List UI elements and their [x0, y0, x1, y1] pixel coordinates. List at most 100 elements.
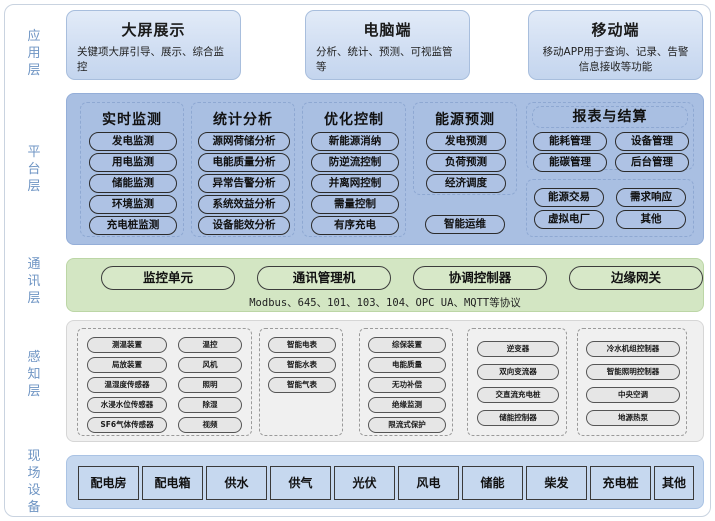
sensing-item[interactable]: 除湿 [178, 397, 242, 413]
platform-item[interactable]: 充电桩监测 [89, 216, 177, 235]
field-item-distribution-room[interactable]: 配电房 [78, 466, 139, 500]
comm-item-communication-manager[interactable]: 通讯管理机 [257, 266, 391, 290]
sensing-item[interactable]: 温控 [178, 337, 242, 353]
platform-item[interactable]: 源网荷储分析 [198, 132, 290, 151]
sensing-item[interactable]: 地源热泵 [586, 410, 680, 426]
app-card-title: 移动端 [591, 21, 640, 39]
app-card-title: 电脑端 [363, 21, 412, 39]
rail-label-char: 台 [27, 162, 41, 177]
sensing-item[interactable]: 风机 [178, 357, 242, 373]
sensing-item[interactable]: 双向变流器 [477, 364, 559, 380]
field-item-charging-pile[interactable]: 充电桩 [590, 466, 651, 500]
sensing-item[interactable]: SF6气体传感器 [87, 417, 167, 433]
rail-label-char: 应 [27, 29, 41, 44]
sensing-group-meters: 智能电表 智能水表 智能气表 [259, 328, 343, 436]
application-layer-panel: 大屏展示 关键项大屏引导、展示、综合监控 电脑端 分析、统计、预测、可视监管等 … [62, 8, 707, 88]
sensing-item[interactable]: 交直流充电桩 [477, 387, 559, 403]
comm-item-edge-gateway[interactable]: 边缘网关 [569, 266, 703, 290]
platform-group-statistical-analysis: 统计分析 源网荷储分析 电能质量分析 异常告警分析 系统效益分析 设备能效分析 [191, 102, 295, 237]
platform-item[interactable]: 并离网控制 [311, 174, 399, 193]
platform-item[interactable]: 用电监测 [89, 153, 177, 172]
sensing-item[interactable]: 视频 [178, 417, 242, 433]
rail-label-char: 感 [27, 350, 41, 365]
layer-rail: 应用层 平台层 通讯层 感知层 现场设备 [10, 6, 58, 515]
rail-label-char: 备 [27, 500, 41, 515]
field-item-diesel-generator[interactable]: 柴发 [526, 466, 587, 500]
rail-label-char: 层 [27, 384, 41, 399]
field-item-distribution-box[interactable]: 配电箱 [142, 466, 203, 500]
comm-item-monitoring-unit[interactable]: 监控单元 [101, 266, 235, 290]
app-card-desktop[interactable]: 电脑端 分析、统计、预测、可视监管等 [305, 10, 470, 80]
app-card-desc: 移动APP用于查询、记录、告警信息接收等功能 [542, 46, 689, 73]
sensing-item[interactable]: 智能水表 [268, 357, 336, 373]
platform-item[interactable]: 需求响应 [616, 188, 686, 207]
sensing-group-substation: 测温装置 局放装置 温湿度传感器 水浸水位传感器 SF6气体传感器 温控 风机 … [77, 328, 252, 436]
sensing-layer-panel: 测温装置 局放装置 温湿度传感器 水浸水位传感器 SF6气体传感器 温控 风机 … [66, 320, 704, 442]
rail-label-char: 平 [27, 145, 41, 160]
platform-item[interactable]: 需量控制 [311, 195, 399, 214]
platform-item[interactable]: 储能监测 [89, 174, 177, 193]
sensing-item[interactable]: 局放装置 [87, 357, 167, 373]
platform-item[interactable]: 能耗管理 [533, 132, 607, 151]
field-devices-panel: 配电房 配电箱 供水 供气 光伏 风电 储能 柴发 充电桩 其他 [66, 455, 704, 509]
field-item-energy-storage[interactable]: 储能 [462, 466, 523, 500]
rail-label-char: 场 [27, 466, 41, 481]
platform-item[interactable]: 能碳管理 [533, 153, 607, 172]
sensing-item[interactable]: 中央空调 [586, 387, 680, 403]
communication-layer-panel: 监控单元 通讯管理机 协调控制器 边缘网关 Modbus、645、101、103… [66, 258, 704, 312]
sensing-item[interactable]: 智能电表 [268, 337, 336, 353]
group-title: 能源预测 [435, 112, 495, 128]
platform-item[interactable]: 系统效益分析 [198, 195, 290, 214]
platform-item[interactable]: 电能质量分析 [198, 153, 290, 172]
sensing-item[interactable]: 无功补偿 [368, 377, 446, 393]
rail-label-char: 现 [27, 449, 41, 464]
app-card-big-screen[interactable]: 大屏展示 关键项大屏引导、展示、综合监控 [66, 10, 241, 80]
rail-label-char: 层 [27, 63, 41, 78]
platform-group-trading: 能源交易 需求响应 虚拟电厂 其他 [526, 179, 694, 237]
rail-label-field-devices: 现场设备 [10, 448, 58, 516]
rail-label-platform: 平台层 [10, 144, 58, 195]
app-card-desc: 关键项大屏引导、展示、综合监控 [77, 46, 224, 73]
platform-item[interactable]: 新能源消纳 [311, 132, 399, 151]
sensing-item[interactable]: 冷水机组控制器 [586, 341, 680, 357]
field-item-gas-supply[interactable]: 供气 [270, 466, 331, 500]
platform-item[interactable]: 有序充电 [311, 216, 399, 235]
platform-item[interactable]: 设备管理 [615, 132, 689, 151]
sensing-item[interactable]: 智能照明控制器 [586, 364, 680, 380]
sensing-item[interactable]: 测温装置 [87, 337, 167, 353]
sensing-item[interactable]: 储能控制器 [477, 410, 559, 426]
platform-item[interactable]: 环境监测 [89, 195, 177, 214]
platform-item[interactable]: 经济调度 [426, 174, 506, 193]
field-item-water-supply[interactable]: 供水 [206, 466, 267, 500]
platform-layer-panel: 实时监测 发电监测 用电监测 储能监测 环境监测 充电桩监测 统计分析 源网荷储… [66, 93, 704, 245]
platform-group-energy-forecast: 能源预测 发电预测 负荷预测 经济调度 [413, 102, 517, 195]
rail-label-char: 讯 [27, 274, 41, 289]
platform-item-smart-ops[interactable]: 智能运维 [425, 215, 505, 234]
platform-item[interactable]: 异常告警分析 [198, 174, 290, 193]
platform-item[interactable]: 后台管理 [615, 153, 689, 172]
field-item-wind-power[interactable]: 风电 [398, 466, 459, 500]
comm-item-coordination-controller[interactable]: 协调控制器 [413, 266, 547, 290]
sensing-item[interactable]: 温湿度传感器 [87, 377, 167, 393]
platform-item[interactable]: 防逆流控制 [311, 153, 399, 172]
platform-item[interactable]: 虚拟电厂 [534, 210, 604, 229]
platform-item[interactable]: 负荷预测 [426, 153, 506, 172]
sensing-item[interactable]: 水浸水位传感器 [87, 397, 167, 413]
sensing-item[interactable]: 逆变器 [477, 341, 559, 357]
sensing-item[interactable]: 电能质量 [368, 357, 446, 373]
platform-item[interactable]: 能源交易 [534, 188, 604, 207]
sensing-item[interactable]: 智能气表 [268, 377, 336, 393]
platform-item[interactable]: 发电预测 [426, 132, 506, 151]
sensing-item[interactable]: 限流式保护 [368, 417, 446, 433]
field-item-photovoltaic[interactable]: 光伏 [334, 466, 395, 500]
field-item-other[interactable]: 其他 [654, 466, 694, 500]
platform-group-report-settlement [526, 102, 694, 170]
platform-item[interactable]: 发电监测 [89, 132, 177, 151]
platform-item[interactable]: 设备能效分析 [198, 216, 290, 235]
sensing-item[interactable]: 绝缘监测 [368, 397, 446, 413]
sensing-item[interactable]: 照明 [178, 377, 242, 393]
sensing-group-hvac: 冷水机组控制器 智能照明控制器 中央空调 地源热泵 [577, 328, 687, 436]
app-card-mobile[interactable]: 移动端 移动APP用于查询、记录、告警信息接收等功能 [528, 10, 703, 80]
sensing-item[interactable]: 综保装置 [368, 337, 446, 353]
platform-item[interactable]: 其他 [616, 210, 686, 229]
